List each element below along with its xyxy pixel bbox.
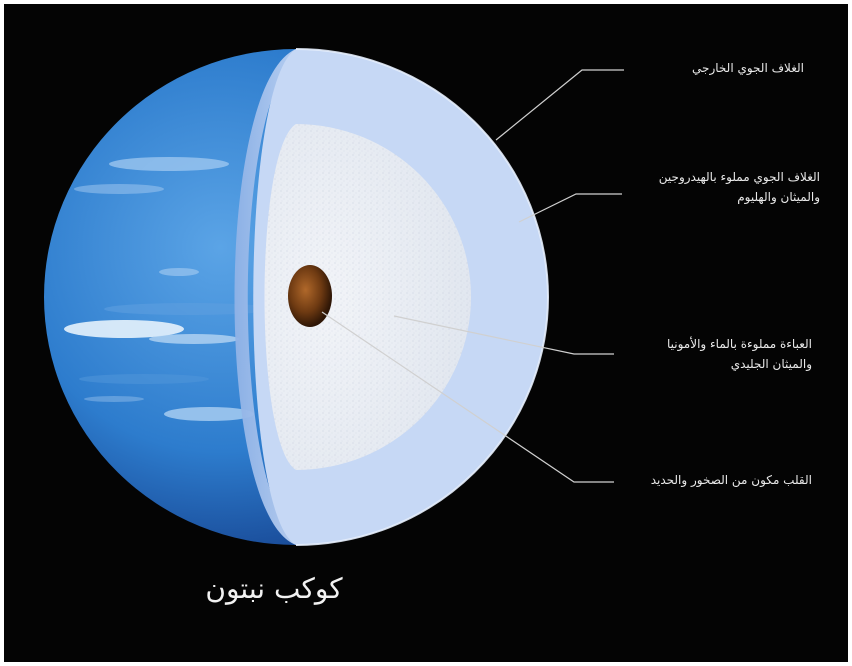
leader-line-outer-atmosphere (495, 69, 624, 141)
label-mantle-line-2: والميثان الجليدي (730, 357, 812, 371)
leader-line-mantle (393, 315, 614, 355)
diagram-title: كوكب نبتون (205, 572, 343, 605)
leader-lines (321, 69, 624, 483)
label-gas-atmosphere-line-2: والميثان والهليوم (737, 190, 820, 204)
leader-line-core (321, 311, 614, 483)
mantle-texture (264, 124, 471, 470)
cutaway-wall (234, 49, 304, 545)
label-outer-atmosphere-line-1: الغلاف الجوي الخارجي (692, 61, 804, 75)
label-outer-atmosphere: الغلاف الجوي الخارجي (624, 58, 804, 78)
diagram-panel: الغلاف الجوي الخارجي الغلاف الجوي مملوء … (4, 4, 848, 662)
leader-line-gas-atmosphere (518, 193, 622, 223)
core-sphere (288, 265, 332, 327)
label-gas-atmosphere: الغلاف الجوي مملوء بالهيدروجين والميثان … (624, 167, 820, 207)
label-gas-atmosphere-line-1: الغلاف الجوي مملوء بالهيدروجين (658, 170, 820, 184)
label-core: القلب مكون من الصخور والحديد (616, 470, 812, 490)
label-mantle: العباءة مملوءة بالماء والأمونيا والميثان… (616, 334, 812, 374)
label-mantle-line-1: العباءة مملوءة بالماء والأمونيا (666, 337, 812, 351)
neptune-cutaway-diagram (44, 48, 624, 546)
outer-atmosphere-rim (295, 48, 549, 546)
label-core-line-1: القلب مكون من الصخور والحديد (650, 473, 812, 487)
